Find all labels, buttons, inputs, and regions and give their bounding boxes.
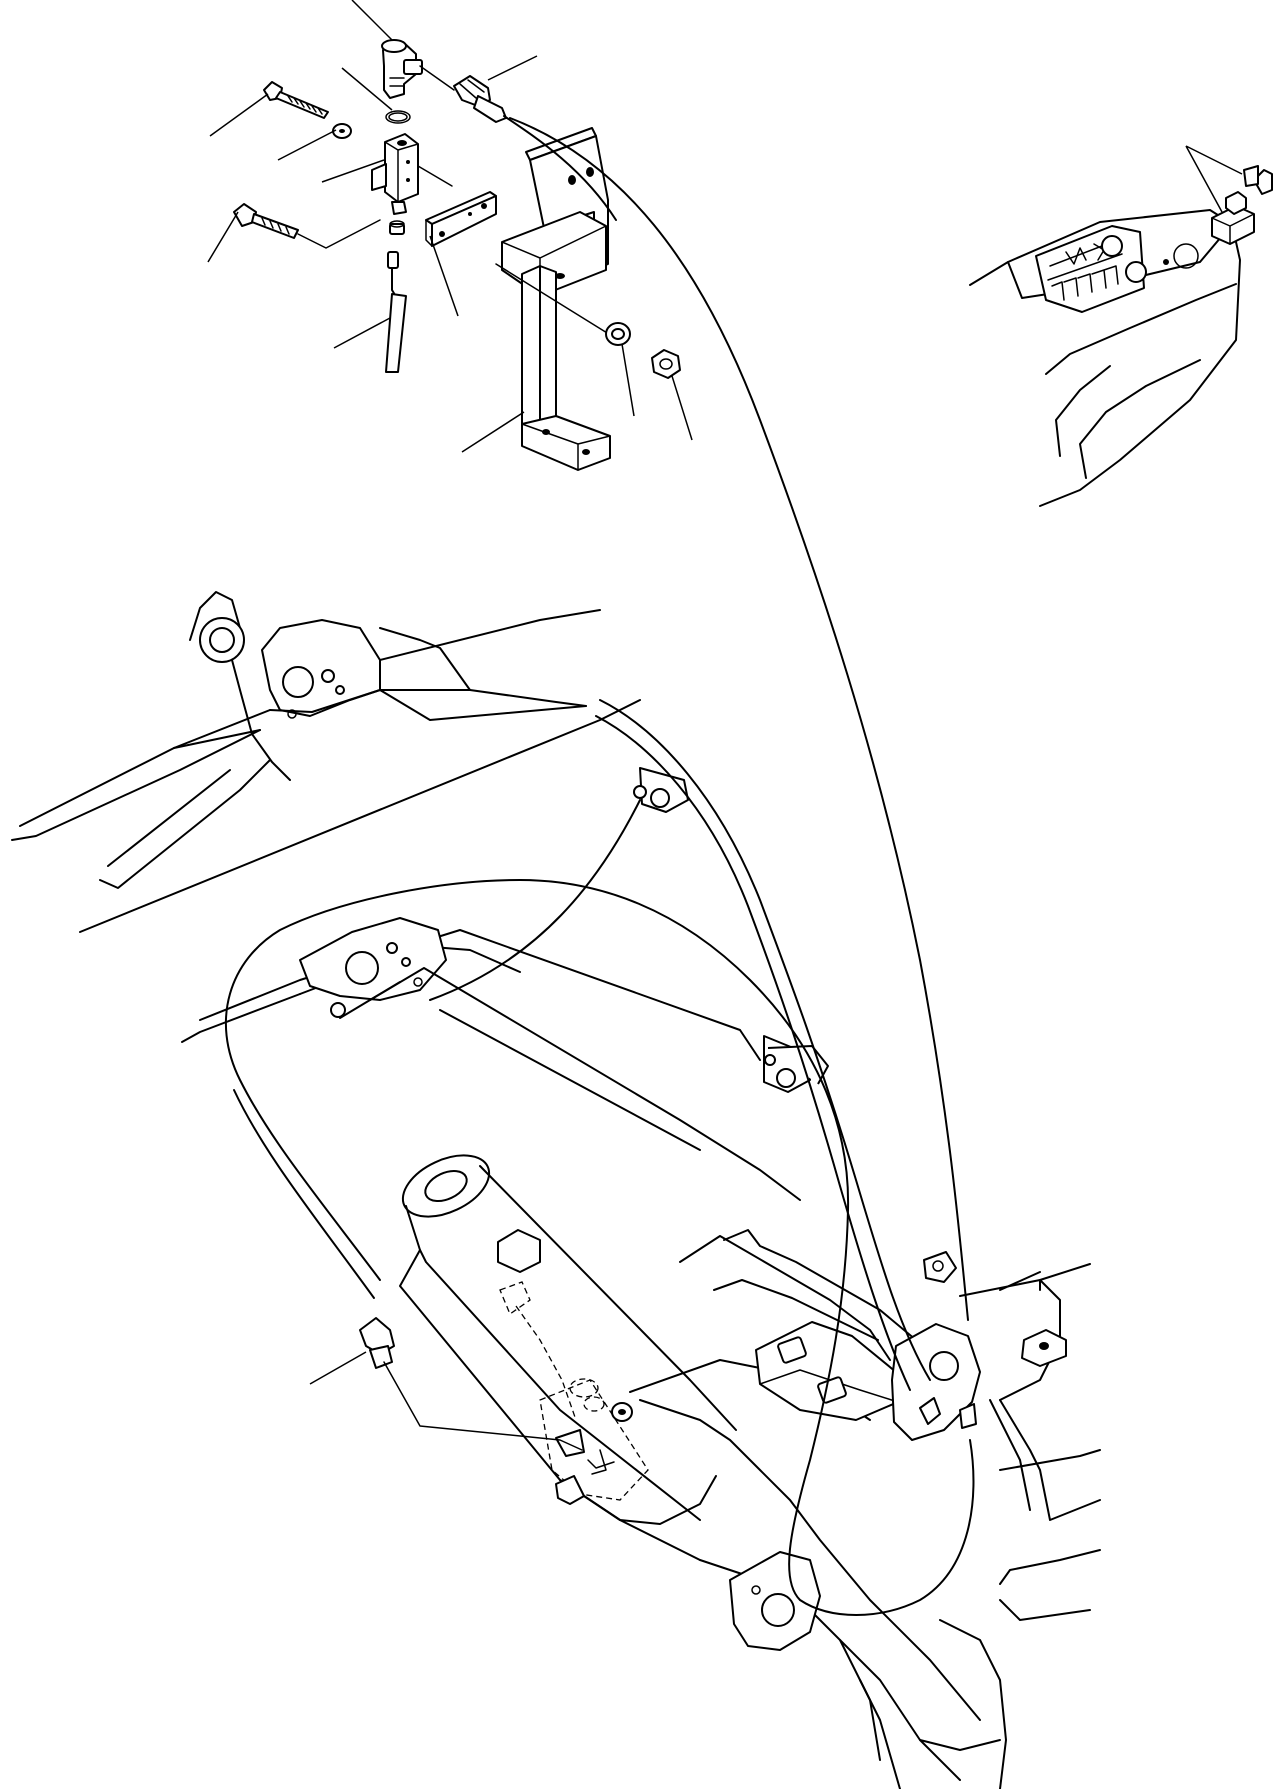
hose-connector-axis bbox=[419, 65, 455, 91]
bracket-bolt-axis bbox=[495, 263, 613, 337]
mount-bolt bbox=[233, 203, 299, 239]
arm-assembly bbox=[11, 591, 1101, 1789]
elbow-fitting bbox=[381, 39, 423, 99]
leader-o-ring bbox=[341, 67, 393, 111]
hose-connector bbox=[453, 75, 507, 123]
washer-small bbox=[332, 123, 352, 139]
leader-sensor-wire bbox=[333, 317, 391, 349]
hose-routing bbox=[225, 115, 975, 1616]
leader-cylinder-sensor bbox=[309, 1351, 367, 1385]
leader-long-bolt bbox=[209, 93, 269, 137]
valve-block bbox=[371, 133, 419, 215]
mount-bolt-axis bbox=[297, 219, 381, 249]
o-ring bbox=[385, 110, 411, 124]
connector-plug bbox=[389, 220, 405, 235]
mounting-plate bbox=[425, 191, 497, 247]
cab-detail-inset bbox=[969, 209, 1241, 507]
leader-mounting-plate bbox=[429, 235, 459, 317]
support-bracket bbox=[501, 127, 611, 471]
leader-valve-block bbox=[321, 159, 385, 183]
leader-support-bracket bbox=[461, 411, 525, 453]
cylinder-sensor bbox=[359, 1317, 395, 1369]
washer-flat bbox=[605, 322, 631, 346]
leader-switch bbox=[1185, 145, 1243, 213]
leader-hex-nut bbox=[671, 375, 693, 441]
switch-body bbox=[1211, 191, 1255, 245]
switch-knob bbox=[1243, 165, 1273, 195]
leader-washer-small bbox=[277, 129, 337, 161]
cylinder-sensor-axis bbox=[383, 1361, 583, 1451]
long-bolt bbox=[263, 81, 329, 119]
sensor-wire bbox=[385, 251, 407, 373]
valve-block-axis bbox=[417, 165, 453, 187]
leader-elbow-fitting bbox=[351, 0, 393, 41]
leader-hose-connector bbox=[487, 55, 538, 81]
hex-nut bbox=[651, 349, 681, 379]
leader-mount-bolt bbox=[207, 211, 239, 263]
leader-washer-flat bbox=[621, 343, 635, 417]
